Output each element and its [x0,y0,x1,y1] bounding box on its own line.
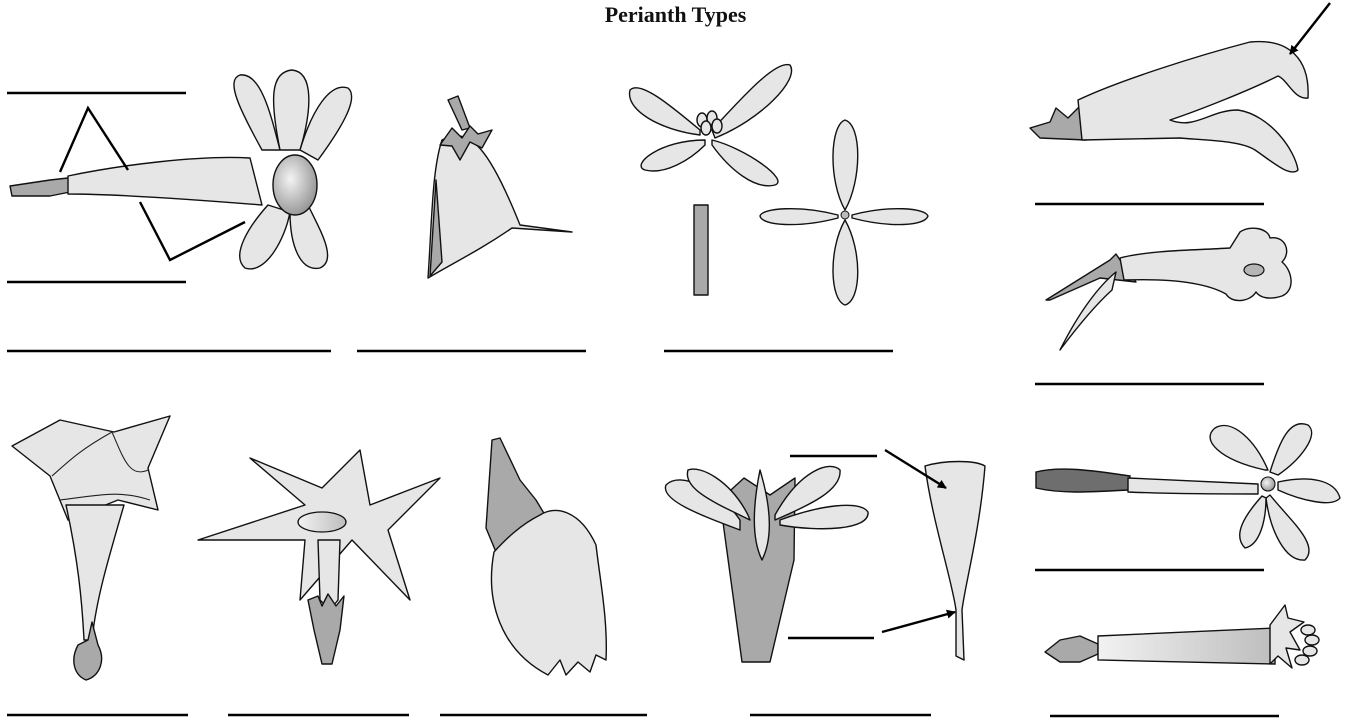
arrow-galeate [1290,3,1330,54]
flower-hypanthium-long [1036,424,1340,560]
flower-galeate [1030,42,1308,172]
flower-ligulate [1046,228,1291,350]
petal-limb-claw [925,462,985,661]
flower-rotate-salverform [198,450,440,664]
flower-funnelform [12,416,170,680]
flower-campanulate [428,96,572,278]
flower-cruciform-side [630,65,792,295]
leader-corona-bottom [140,202,245,260]
flower-urceolate [486,438,606,675]
arrow-claw [882,612,955,632]
leader-corona-top [60,108,128,172]
flower-calyx-tube [665,466,868,662]
flower-tubular [1045,605,1319,668]
flower-cruciform-top [760,120,928,305]
